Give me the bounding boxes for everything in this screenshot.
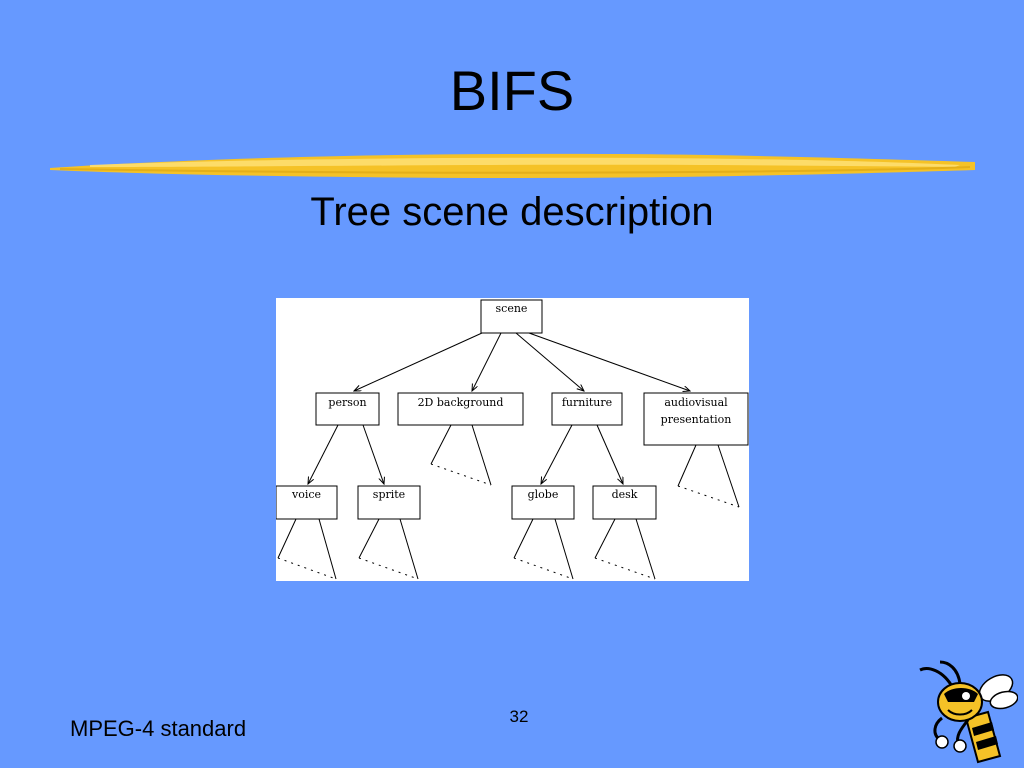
page-number: 32	[509, 707, 529, 726]
node-2d-background-label: 2D background	[418, 396, 504, 409]
subtree-triangles	[277, 424, 740, 580]
node-desk: desk	[592, 485, 657, 520]
node-furniture: furniture	[551, 392, 623, 426]
node-voice-label: voice	[291, 488, 321, 501]
tree-edges	[308, 332, 690, 484]
scene-tree-diagram: scene person 2D background furniture aud…	[276, 298, 749, 581]
yellow-brush-stroke-divider	[50, 153, 975, 178]
node-audiovisual-label-line1: audiovisual	[664, 396, 728, 409]
node-voice: voice	[276, 485, 338, 520]
node-sprite: sprite	[357, 485, 421, 520]
node-person: person	[315, 392, 380, 426]
node-audiovisual-label-line2: presentation	[661, 413, 732, 426]
node-2d-background: 2D background	[397, 392, 524, 426]
node-globe-label: globe	[528, 488, 559, 501]
node-scene-label: scene	[496, 302, 528, 315]
slide-footer: MPEG-4 standard	[70, 716, 247, 741]
node-audiovisual-presentation: audiovisual presentation	[643, 392, 749, 446]
node-scene: scene	[480, 299, 543, 334]
slide-subtitle: Tree scene description	[310, 190, 714, 234]
node-globe: globe	[511, 485, 575, 520]
node-sprite-label: sprite	[373, 488, 405, 501]
node-desk-label: desk	[612, 488, 638, 501]
node-furniture-label: furniture	[562, 396, 612, 409]
node-person-label: person	[328, 396, 366, 409]
slide-title: BIFS	[449, 59, 575, 122]
yellow-jacket-mascot-icon	[919, 660, 1018, 764]
